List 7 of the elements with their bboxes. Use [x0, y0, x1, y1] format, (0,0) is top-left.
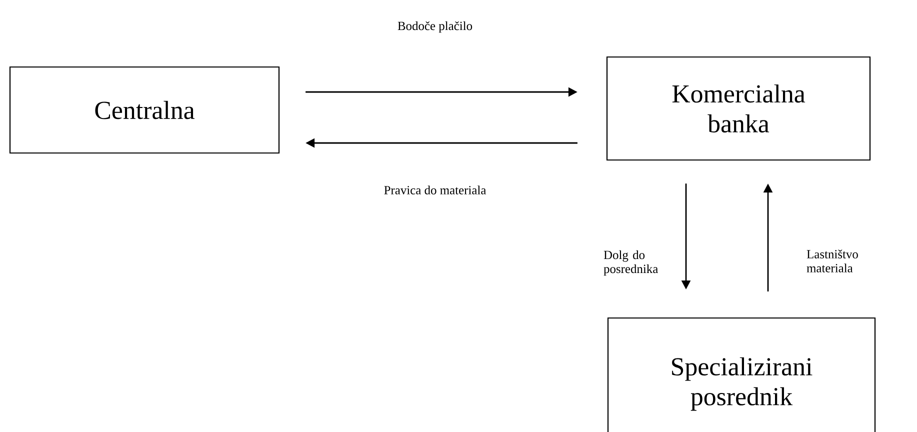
- edge-label: Pravica do materiala: [384, 186, 486, 194]
- process-box: Specializirani posrednik: [607, 317, 876, 432]
- edge-label: Bodoče plačilo: [398, 21, 472, 33]
- edge-label: Dolg do posrednika: [604, 250, 658, 276]
- process-box: Centralna: [9, 66, 280, 154]
- process-box: Komercialna banka: [606, 56, 871, 161]
- edge-label: Lastništvo materiala: [806, 250, 858, 272]
